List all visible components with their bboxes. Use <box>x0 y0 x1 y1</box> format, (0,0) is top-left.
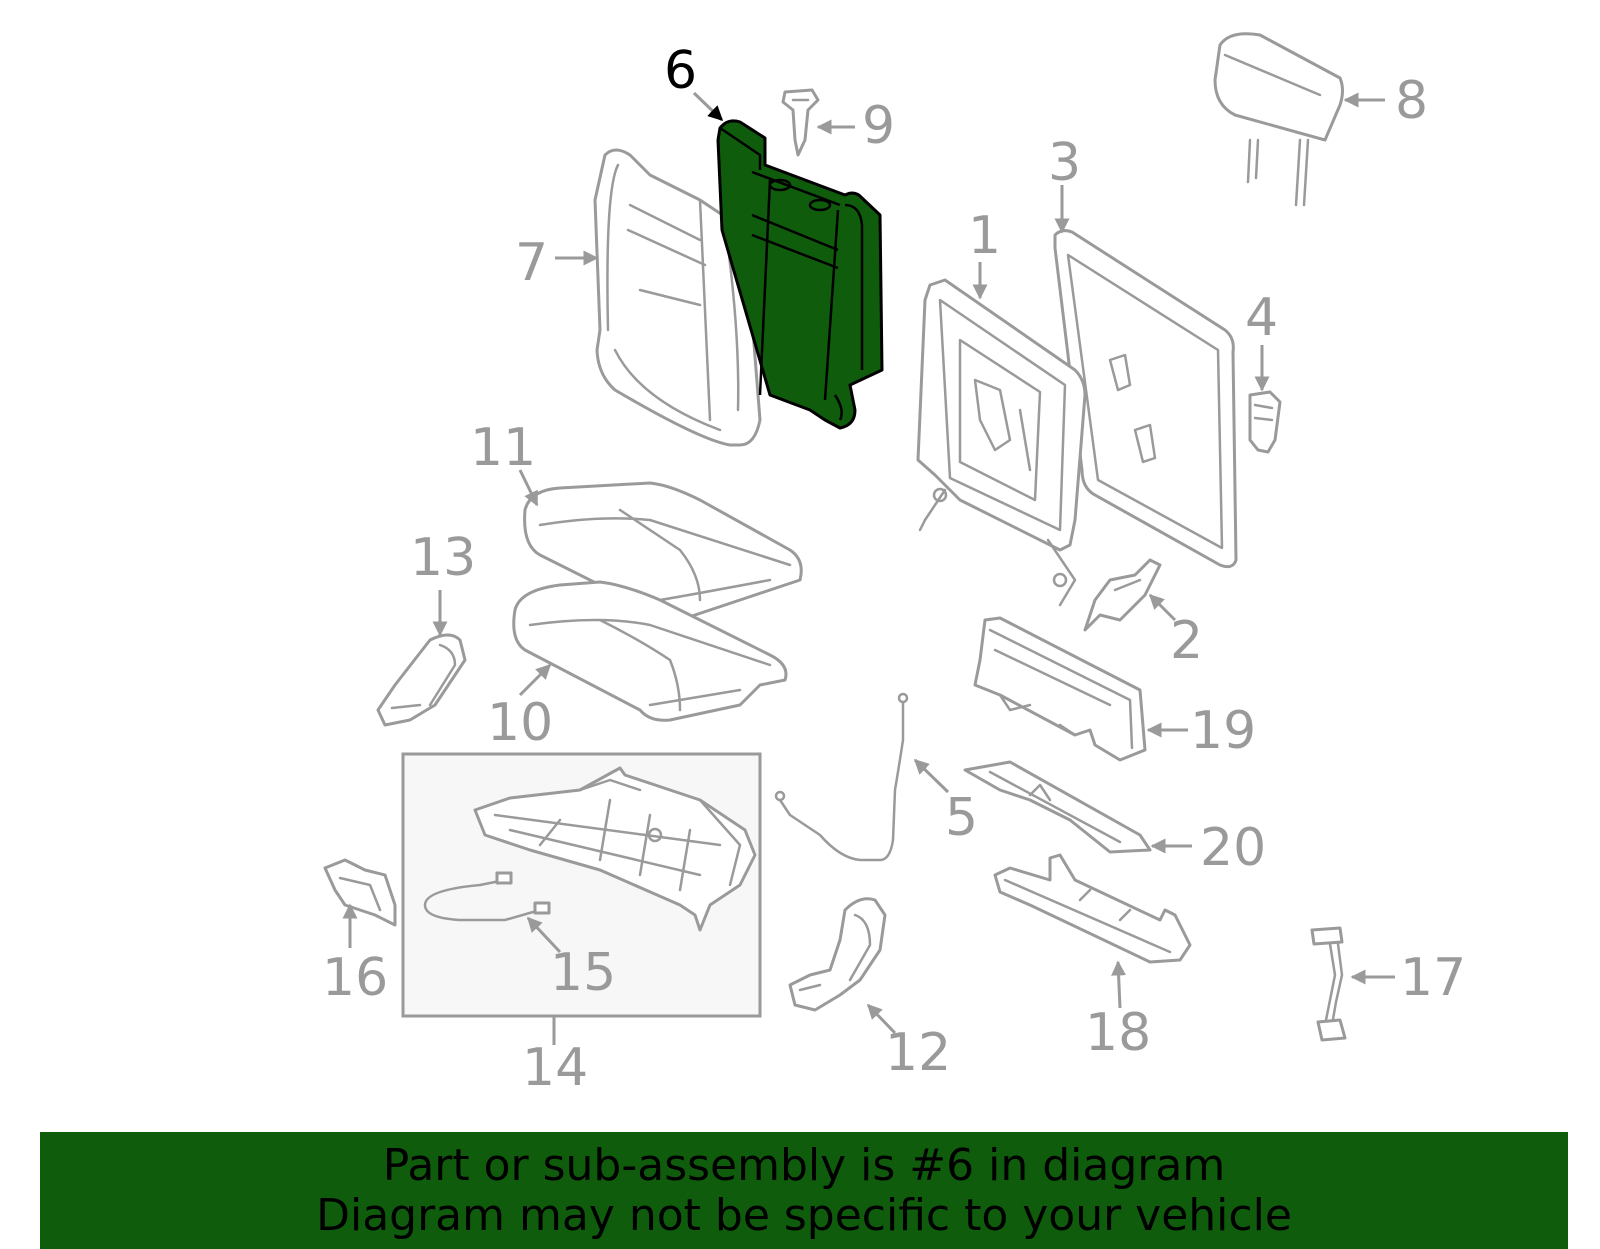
part-2-bracket[interactable] <box>1083 558 1162 632</box>
part-16-handle[interactable] <box>323 858 397 927</box>
callout-12: 12 <box>885 1023 951 1083</box>
banner-line-2: Diagram may not be specific to your vehi… <box>316 1189 1292 1241</box>
callout-20: 20 <box>1200 818 1266 878</box>
callout-7: 7 <box>515 233 548 293</box>
callout-15: 15 <box>550 943 616 1003</box>
part-6-seatback-pad[interactable] <box>716 119 884 430</box>
part-11-seat-cushion-cover[interactable] <box>523 481 803 623</box>
banner-line-1: Part or sub-assembly is #6 in diagram <box>382 1139 1226 1191</box>
part-15-wire[interactable] <box>423 871 551 922</box>
part-18-track-rail[interactable] <box>993 853 1192 964</box>
part-3-back-panel[interactable] <box>1053 229 1238 569</box>
callout-19: 19 <box>1190 701 1256 761</box>
callout-6: 6 <box>664 41 697 101</box>
callout-4: 4 <box>1245 288 1278 348</box>
callout-17: 17 <box>1400 948 1466 1008</box>
callout-1: 1 <box>968 206 1001 266</box>
part-13-side-cover[interactable] <box>376 633 467 727</box>
part-5-cable[interactable] <box>774 692 909 862</box>
part-1-seatback-frame[interactable] <box>916 278 1087 607</box>
part-17-wire-bracket[interactable] <box>1310 926 1347 1042</box>
callout-10: 10 <box>487 693 553 753</box>
info-banner: Part or sub-assembly is #6 in diagram Di… <box>40 1132 1568 1249</box>
callout-13: 13 <box>410 528 476 588</box>
part-8-headrest[interactable] <box>1213 32 1344 207</box>
part-9-fastener[interactable] <box>781 88 820 157</box>
part-10-seat-cushion-pad[interactable] <box>512 580 788 722</box>
part-20-bracket-rail[interactable] <box>963 760 1152 854</box>
callout-14: 14 <box>522 1038 588 1098</box>
callout-2: 2 <box>1170 611 1203 671</box>
callout-3: 3 <box>1048 133 1081 193</box>
callout-18: 18 <box>1085 1003 1151 1063</box>
callout-11: 11 <box>470 418 536 478</box>
part-19-frame-support[interactable] <box>973 616 1147 762</box>
callout-8: 8 <box>1395 71 1428 131</box>
part-4-clip[interactable] <box>1248 390 1282 454</box>
callout-16: 16 <box>322 948 388 1008</box>
part-12-side-shield[interactable] <box>788 897 887 1012</box>
callout-5: 5 <box>945 788 978 848</box>
leader-lines <box>342 91 1395 1045</box>
part-7-seatback-cover[interactable] <box>593 148 762 447</box>
parts-diagram: 1 2 3 4 5 6 7 8 9 10 11 12 13 14 15 16 1… <box>322 32 1466 1098</box>
part-14-seat-frame-assembly[interactable] <box>401 752 762 1018</box>
callout-9: 9 <box>862 96 895 156</box>
